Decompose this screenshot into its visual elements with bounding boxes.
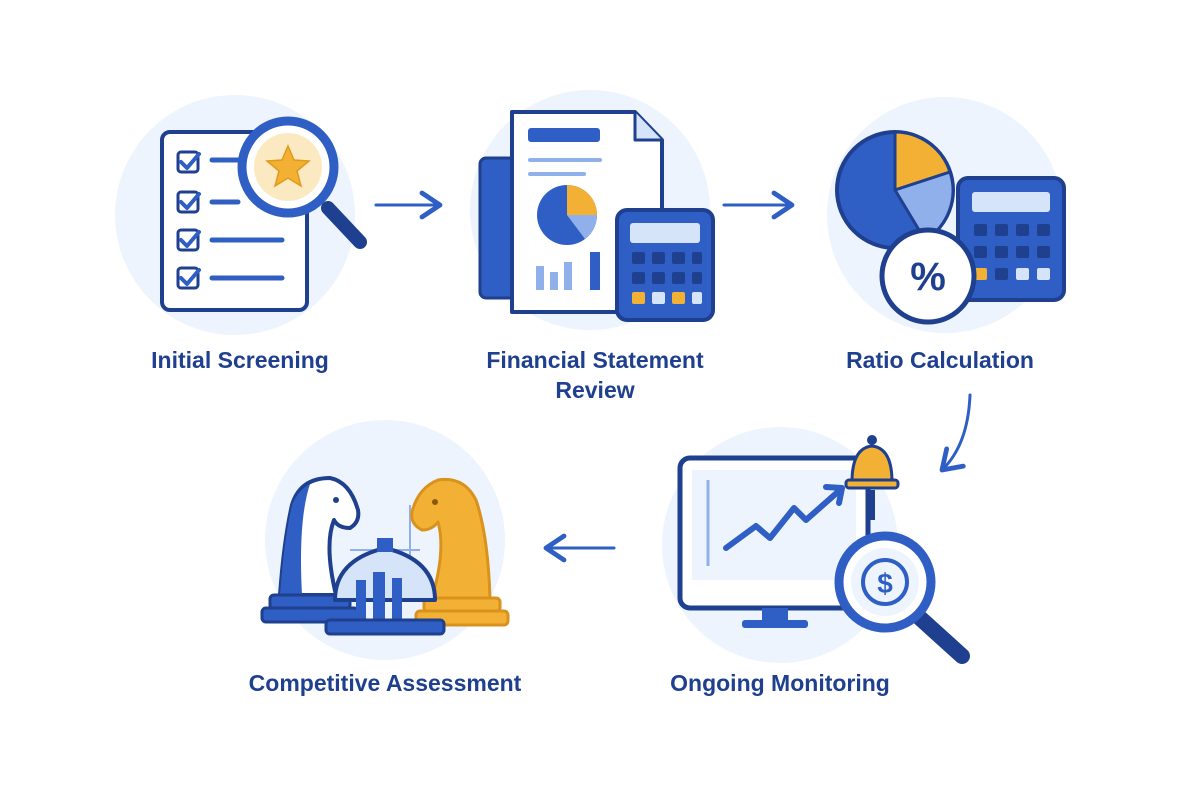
magnifier-star-icon (237, 116, 367, 249)
percent-icon: % (879, 227, 977, 325)
step-3-icon-group: % (827, 97, 1066, 333)
bell-icon (844, 435, 900, 520)
step-1-icon-group (115, 95, 367, 335)
step-2-icon-group (470, 90, 715, 330)
step-5-label: Ongoing Monitoring (670, 670, 890, 696)
chess-knights-icon (260, 476, 510, 627)
svg-text:$: $ (877, 568, 893, 599)
step-4-icon-group (260, 420, 510, 660)
svg-text:%: % (910, 255, 946, 299)
step-5-icon-group: $ (662, 427, 970, 664)
step-4-label: Competitive Assessment (248, 670, 522, 696)
bank-building-icon (324, 538, 446, 636)
arrow-step3-to-step5 (939, 393, 972, 473)
step-1-label: Initial Screening (151, 347, 329, 373)
calculator-icon (956, 176, 1066, 302)
step-2-label: Financial Statement Review (486, 347, 704, 403)
monitor-trend-icon (677, 455, 871, 628)
magnifier-dollar-icon: $ (834, 531, 970, 664)
pie-chart-icon (835, 130, 955, 250)
step-3-label: Ratio Calculation (846, 347, 1034, 373)
calculator-icon (615, 208, 715, 322)
